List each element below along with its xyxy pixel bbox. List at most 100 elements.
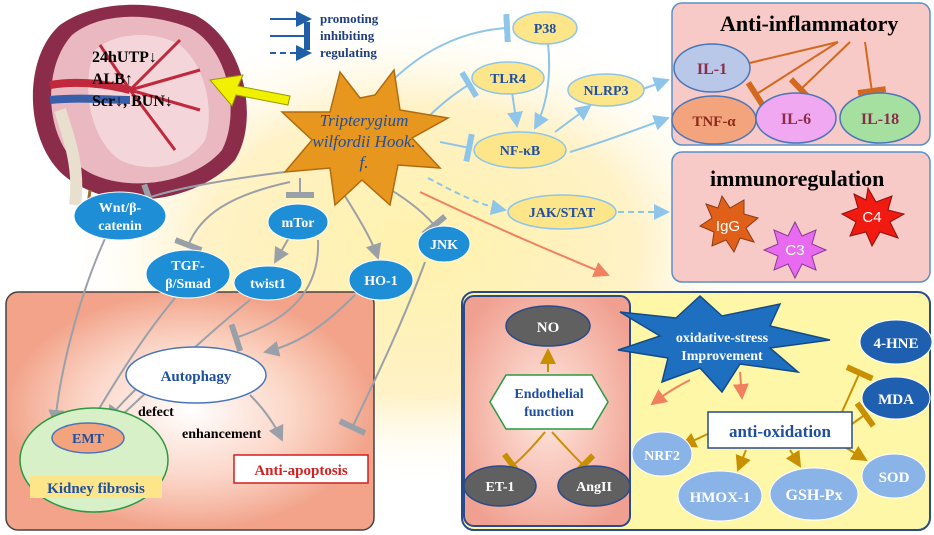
legend (270, 11, 312, 61)
hmox1-node (677, 470, 763, 522)
inhibit-il6 (788, 41, 851, 102)
arrow-wnt-emt (48, 227, 111, 426)
c3-burst (762, 220, 828, 280)
antiox-label: anti-oxidation (729, 422, 832, 441)
arrow-antiox-hmox1 (735, 449, 751, 472)
oxidative-label-2: Improvement (681, 349, 763, 364)
gshpx-label: GSH-Px (786, 487, 843, 504)
inhibit-tnfa (745, 41, 839, 108)
kidney-effect-arrow (209, 74, 291, 107)
arrow-to-jakstat (427, 177, 507, 216)
tgf-label-1: TGF- (171, 259, 205, 274)
tgf-node (145, 249, 231, 299)
wnt-label-1: Wnt/β- (99, 201, 142, 216)
mda-label: MDA (878, 392, 914, 408)
arrow-mtor-autophagy (228, 239, 320, 352)
legend-promoting: promoting (320, 11, 379, 26)
arrow-star-antiox (732, 371, 749, 400)
jakstat-label: JAK/STAT (529, 206, 596, 221)
autophagy-label: Autophagy (161, 369, 232, 385)
hne-node (859, 319, 933, 365)
emt-label: EMT (72, 432, 105, 447)
nfkb-label: NF-κB (500, 144, 540, 159)
mtor-node (267, 203, 329, 241)
autophagy-node (125, 346, 267, 404)
ho1-label: HO-1 (364, 274, 397, 289)
arrow-tlr4-nfkb (507, 91, 523, 128)
center-line1: Tripterygium (320, 111, 409, 130)
il18-node (839, 92, 921, 144)
tgf-label-2: β/Smad (165, 277, 211, 292)
tripterygium-star (280, 68, 451, 207)
il1-node (673, 43, 751, 93)
jnk-label: JNK (430, 238, 458, 253)
mda-node (861, 376, 931, 420)
il1-label: IL-1 (697, 61, 727, 78)
nrf2-node (631, 431, 693, 477)
arrow-jnk-antiapoptosis (338, 261, 426, 436)
jakstat-node (507, 194, 617, 230)
arrow-nlrp3-panel (639, 77, 670, 93)
inhibit-4hne (841, 364, 874, 413)
kidney-illustration (32, 4, 247, 210)
arrow-nfkb-nlrp3 (554, 104, 592, 133)
center-line2: wilfordii Hook. (312, 132, 415, 151)
kidney-fibrosis-box (30, 476, 162, 498)
kidney-alb: ALB↑ (92, 71, 133, 88)
angii-label: AngII (576, 480, 612, 495)
arrow-to-nfkb (439, 133, 475, 163)
legend-regulating: regulating (320, 45, 377, 60)
jnk-node (417, 225, 471, 263)
igg-burst (698, 194, 760, 254)
et1-label: ET-1 (485, 480, 514, 495)
legend-inhibiting: inhibiting (320, 28, 375, 43)
endothelial-label-2: function (524, 405, 574, 420)
arrow-to-wnt (141, 171, 286, 212)
hne-label: 4-HNE (874, 336, 919, 352)
arrow-antiox-gshpx (785, 449, 802, 468)
kidney-scr-bun: Scr↓, BUN↓ (92, 93, 173, 110)
arrow-to-tgf (174, 181, 291, 253)
no-node (505, 305, 591, 347)
endothelial-label-1: Endothelial (514, 387, 583, 402)
il6-node (755, 92, 837, 144)
arrow-to-p38 (394, 13, 511, 79)
arrow-nfkb-panel (569, 115, 670, 153)
kidney-utp: 24hUTP↓ (92, 49, 157, 66)
immunoregulation-title: immunoregulation (710, 166, 884, 191)
antiox-box (707, 411, 853, 449)
arrow-to-ho1 (339, 187, 382, 260)
il18-label: IL-18 (861, 111, 899, 128)
ho1-node (348, 259, 414, 301)
antiapoptosis-label: Anti-apoptosis (254, 463, 348, 479)
arrow-to-oxidative (419, 191, 610, 277)
enhancement-label: enhancement (182, 427, 262, 442)
inhibit-angii (551, 431, 596, 478)
et1-node (463, 465, 537, 507)
immunoregulation-panel (671, 151, 931, 283)
center-line3: f. (360, 153, 369, 172)
endothelial-hexagon (489, 374, 609, 430)
tlr4-label: TLR4 (490, 72, 526, 87)
wnt-label-2: catenin (98, 219, 142, 234)
c3-label: C3 (785, 242, 804, 259)
arrow-p38-nfkb (534, 43, 551, 130)
emt-node (51, 422, 125, 454)
nrf2-label: NRF2 (644, 449, 680, 464)
inhibit-et1 (501, 431, 546, 479)
oxidative-label-1: oxidative-stress (676, 331, 769, 346)
inhibit-il18 (857, 41, 887, 96)
p38-label: P38 (534, 22, 557, 37)
c4-label: C4 (862, 209, 881, 226)
igg-label: IgG (716, 218, 740, 235)
antiapoptosis-box (233, 454, 369, 484)
hmox1-label: HMOX-1 (690, 490, 751, 506)
mtor-label: mTor (282, 216, 315, 231)
tlr4-node (471, 61, 545, 95)
angii-node (557, 465, 631, 507)
no-label: NO (537, 320, 560, 336)
arrow-mtor-twist (274, 235, 291, 264)
gshpx-node (769, 467, 859, 521)
